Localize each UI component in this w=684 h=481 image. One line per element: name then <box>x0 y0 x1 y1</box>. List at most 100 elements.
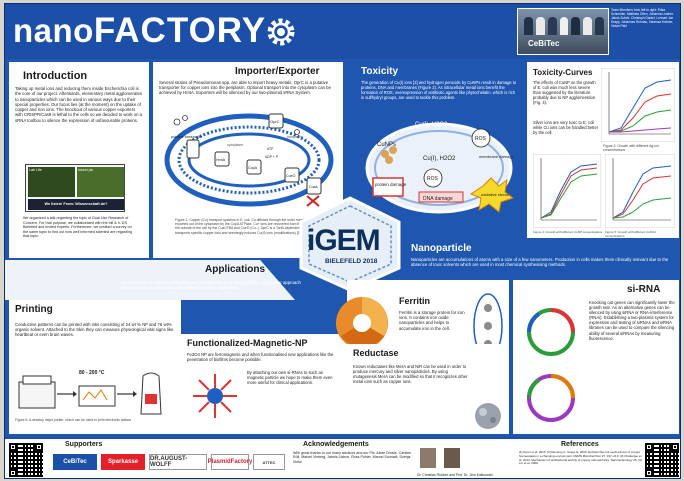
label-formula-inner: Cu(I), H2O2 <box>423 156 456 162</box>
introduction-panel: Introduction Taking up metal ions and re… <box>9 62 149 258</box>
printing-temp: 80 - 200 °C <box>79 370 105 376</box>
introduction-title: Introduction <box>23 70 88 82</box>
intro-image-caption-right: Insect pic <box>78 168 94 172</box>
magnetic-panel: Functionalized-Magnetic-NP Fe3O4 NP are … <box>181 334 347 434</box>
toxicity-curves-panel: Toxicity-Curves The effects of CuNP on t… <box>527 62 679 238</box>
label-oprc: OprC <box>270 119 280 124</box>
toxicity-title: Toxicity <box>361 66 399 77</box>
importer-panel: Importer/Exporter Several strains of Pse… <box>153 62 343 258</box>
igem-logo-sub: BIELEFELD 2018 <box>325 258 378 265</box>
supporters-title: Supporters <box>65 441 103 448</box>
printing-caption: Figure 6: A desktop inkjet printer, whic… <box>15 418 132 422</box>
team-photo: CeBiTec <box>517 8 609 55</box>
label-adp: ADP + P <box>265 155 279 159</box>
intro-image-caption: Lab Life <box>29 168 42 172</box>
label-cytoplasm: cytoplasm <box>227 143 243 147</box>
importer-caption: Figure 1: Copper (Cu) transport systems … <box>175 218 332 235</box>
acknowledgements-title: Acknowledgements <box>303 441 369 448</box>
qr-code-right[interactable] <box>645 443 679 477</box>
introduction-text: Taking up metal ions and reducing them i… <box>15 86 143 123</box>
gear-icon <box>267 18 295 46</box>
intro-image-label: We listen! From: Wissenschaft.de? <box>28 199 124 210</box>
label-cueo: CueO <box>286 174 296 178</box>
sirna-title: si-RNA <box>627 284 661 295</box>
pi-photo-2 <box>443 447 461 469</box>
ferritin-title: Ferritin <box>399 296 431 306</box>
poster-title: nanoFACTORY <box>13 11 266 51</box>
magnetic-text2: By attaching our own si-RNAs to such an … <box>247 370 333 386</box>
toxicity-curves-title: Toxicity-Curves <box>533 68 593 77</box>
nanoparticle-title: Nanoparticle <box>411 243 472 254</box>
label-cunps: CuNPs <box>377 142 396 148</box>
nanoparticle-panel: Nanoparticle Nanoparticles are accumulat… <box>405 241 680 277</box>
label-membrane: membrane damage <box>479 154 514 159</box>
printing-text: Conductive patterns can be printed with … <box>15 322 174 338</box>
pi-names: Dr. Christian Rückert and Prof. Dr. Jörn… <box>417 473 493 477</box>
plasmid-diagram <box>527 308 575 422</box>
chart-growth-cunp <box>533 154 601 228</box>
pi-photo-1 <box>419 447 437 469</box>
intro-image-left: Lab Life <box>28 167 75 197</box>
applications-title: Applications <box>205 264 266 275</box>
importer-title: Importer/Exporter <box>235 66 320 77</box>
label-formula-top: Cu(I), H2O2 <box>415 122 448 128</box>
toxicity-panel: Toxicity The generation of Cu(I) ions [3… <box>347 62 523 238</box>
poster-footer: Supporters CeBiTec Sparkasse DR.AUGUST-W… <box>5 437 680 478</box>
sponsor-attec[interactable]: ATTEC <box>253 454 285 470</box>
toxicity-caption-2: Figure 4: Growth with different CuNP con… <box>533 230 603 234</box>
title-prefix: nano <box>13 12 94 49</box>
reductase-text: Known reductases like MerA and NiR can b… <box>353 364 468 385</box>
label-periplasm: periplasm <box>287 135 303 139</box>
toxicity-caption-3: Figure 5: Growth with different CuSO4 co… <box>605 230 656 239</box>
label-ros2: ROS <box>427 176 439 182</box>
magnetic-text: Fe3O4 NP are ferromagnetic and when func… <box>187 352 334 363</box>
qr-code-left[interactable] <box>9 443 43 477</box>
label-putative: putative transporter <box>171 135 203 139</box>
toxicity-caption-1: Figure 3: Growth with different Ag-ion c… <box>603 144 659 153</box>
sponsor-cebitec[interactable]: CeBiTec <box>53 454 97 470</box>
toxicity-diagram: CuNPs Cu(I), H2O2 Cu(I), H2O2 ROS ROS me… <box>365 122 514 214</box>
label-oxidative: oxidative stress <box>481 192 509 197</box>
intro-image: Lab Life Insect pic We listen! From: Wis… <box>25 164 125 212</box>
reductase-title: Reductase <box>353 348 399 358</box>
sponsor-wolff[interactable]: DR.AUGUST-WOLFF <box>149 454 207 470</box>
chart-growth-cuso4 <box>605 154 675 228</box>
sponsor-plasmidfactory[interactable]: PlasmidFactory <box>208 454 252 470</box>
sirna-text: Knocking out genes can significantly low… <box>589 300 675 341</box>
ferritin-text: Ferritin is a storage protein for iron i… <box>399 310 465 331</box>
label-ros: ROS <box>475 136 487 142</box>
magnetic-np-icon <box>193 374 237 418</box>
label-hmta: HmtA <box>216 158 226 162</box>
chart-growth-ag <box>601 68 675 142</box>
references-title: References <box>561 441 599 448</box>
label-cusa: CusA <box>309 185 318 189</box>
igem-logo-text: iGEM <box>307 224 381 257</box>
label-copa: CopA <box>248 166 258 170</box>
reductase-particle-icon <box>475 403 501 429</box>
applications-panel: Applications <box>5 260 295 300</box>
magnetic-title: Functionalized-Magnetic-NP <box>187 338 308 348</box>
acknowledgements-text: With great thanks to our many advisors a… <box>293 451 412 464</box>
sponsor-sparkasse[interactable]: Sparkasse <box>101 454 145 470</box>
label-protein: protein damage <box>375 182 407 187</box>
sirna-panel: si-RNA Knocking out genes can significan… <box>513 280 679 434</box>
importer-text: Several strains of Pseudomonas spp. are … <box>159 80 331 96</box>
igem-logo: iGEM BIELEFELD 2018 <box>295 196 405 292</box>
applications-text: As a proof of concept, we print electron… <box>121 280 301 291</box>
reductase-panel: Reductase Known reductases like MerA and… <box>347 344 509 434</box>
ferritin-icon <box>336 297 388 349</box>
printing-title: Printing <box>15 304 53 315</box>
team-photo-caption: CeBiTec <box>528 39 560 48</box>
poster: nanoFACTORY CeBiTec Team Members from le… <box>4 3 681 479</box>
toxicity-curves-text: The effects of CuNP on the growth of E. … <box>533 80 596 105</box>
intro-image-right: Insect pic <box>77 167 124 197</box>
toxicity-text: The generation of Cu(I) ions [3] and hyd… <box>361 80 517 100</box>
poster-header: nanoFACTORY CeBiTec Team Members from le… <box>5 4 680 59</box>
cell-membrane-diagram: OprC putative transporter HmtA CopA CueO… <box>164 113 334 207</box>
label-atp: ATP <box>267 147 274 151</box>
nanoparticle-text: Nanoparticles are accumulations of atoms… <box>411 257 669 268</box>
references-text: [1] Kwon et al. 2015. [2] Rensing C, Gra… <box>519 450 642 466</box>
printing-panel: Printing Conductive patterns can be prin… <box>9 300 181 434</box>
team-names: Team Members from left to right: Erika S… <box>611 8 674 28</box>
toxicity-curves-text2: Silver ions are very toxic to E. coli wh… <box>533 120 599 135</box>
